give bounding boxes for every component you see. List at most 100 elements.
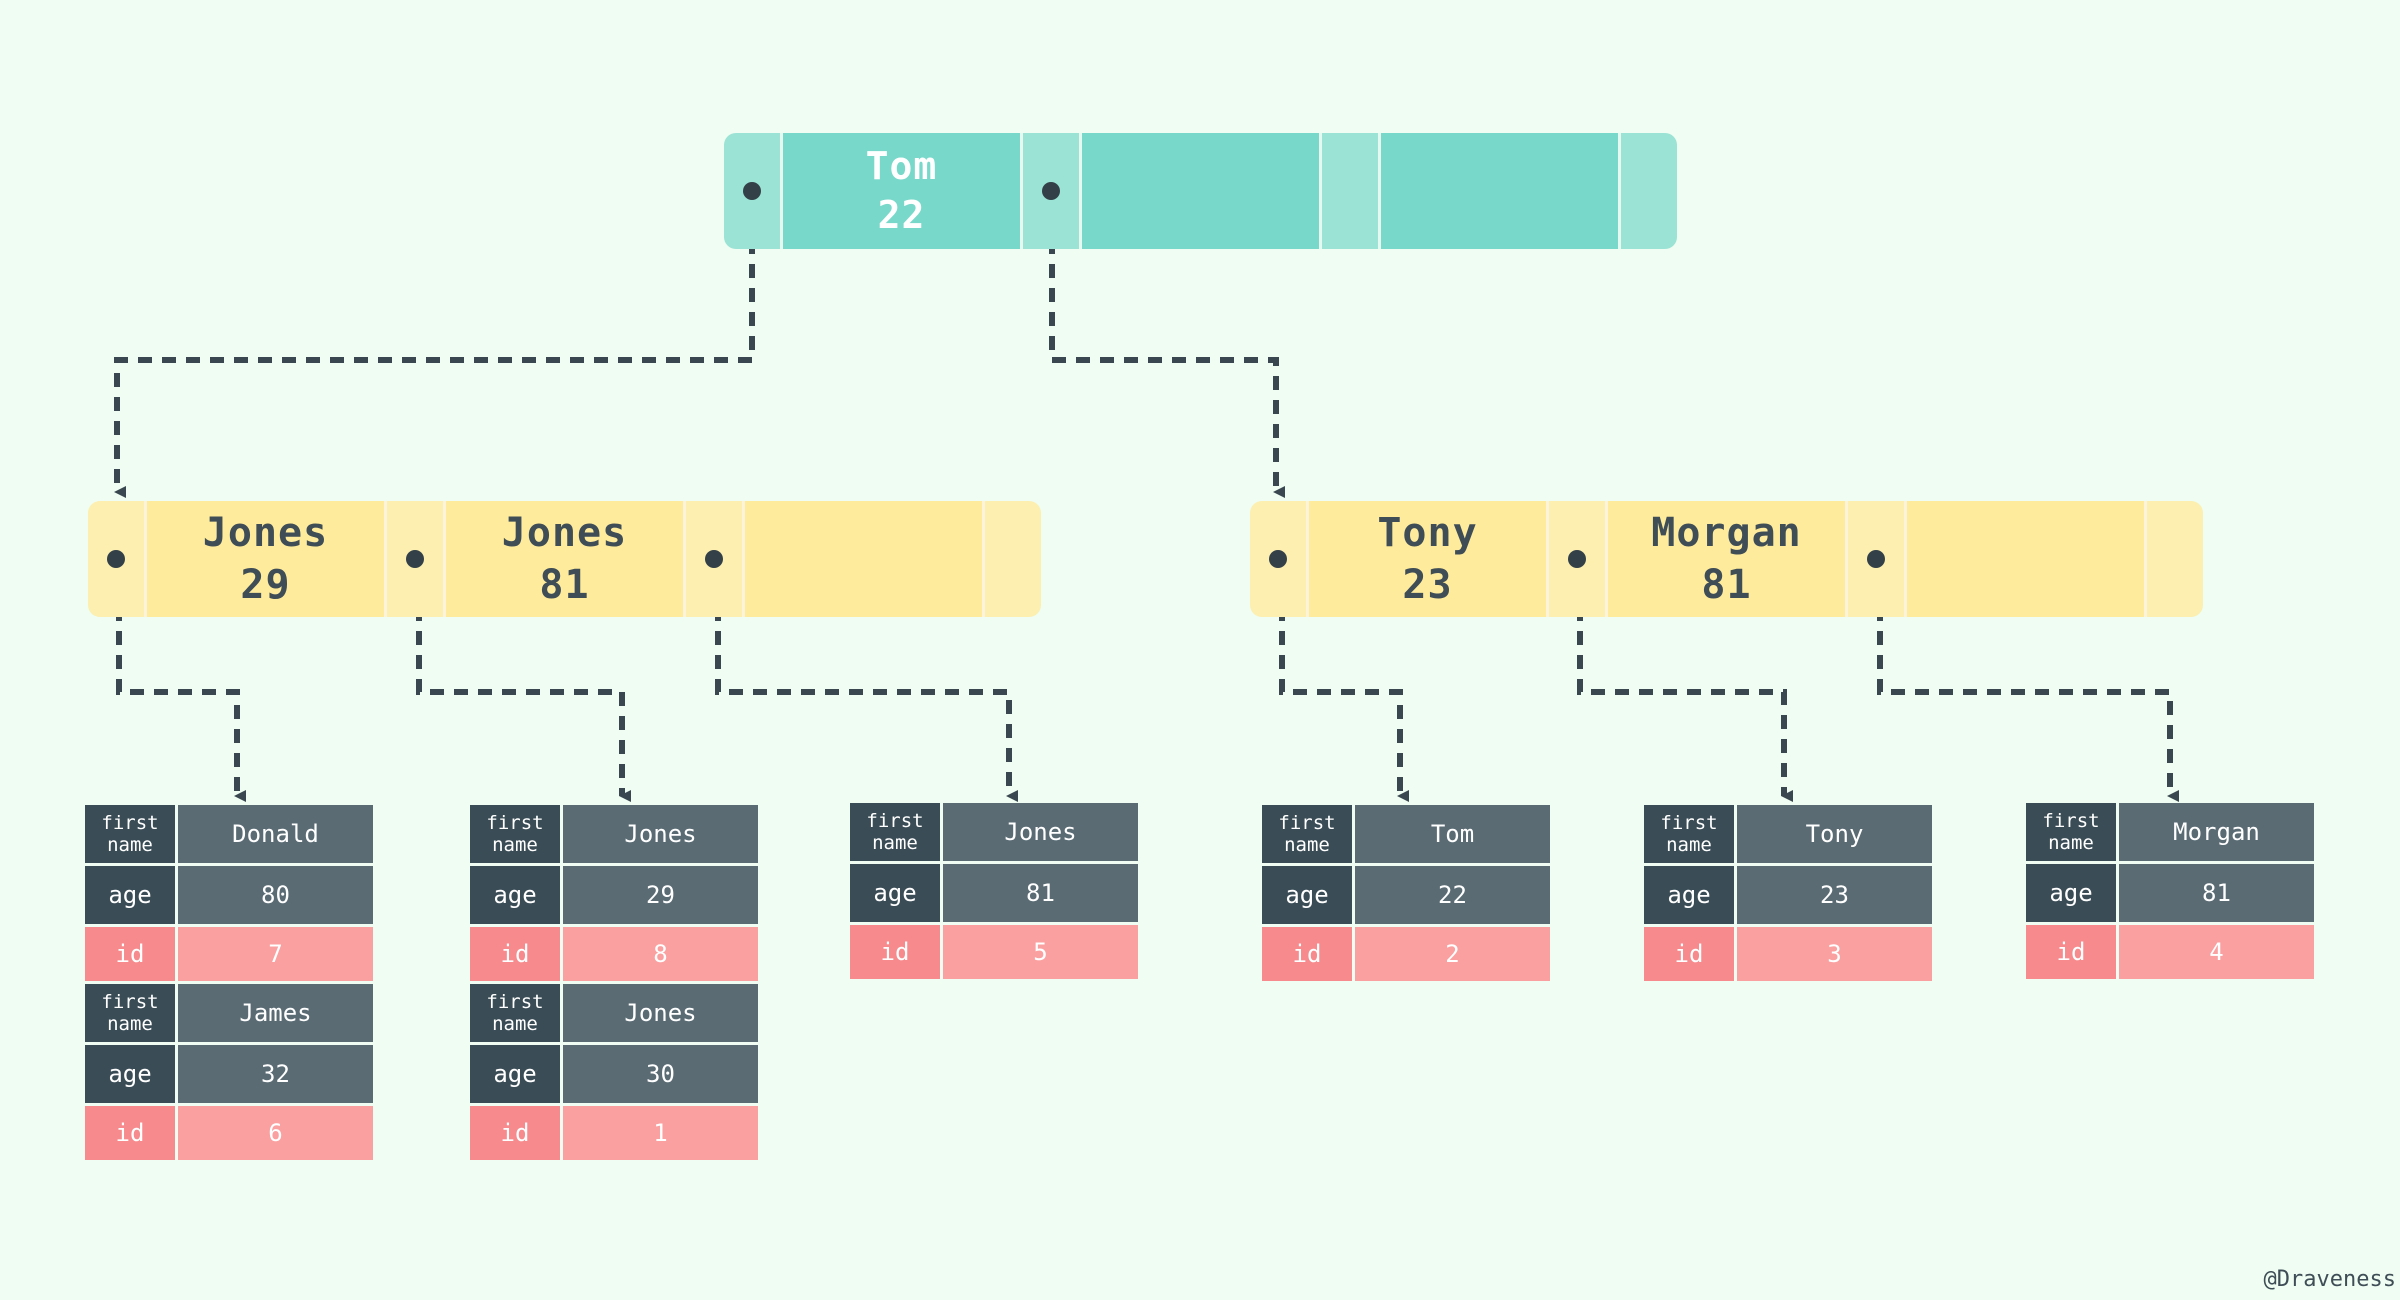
empty-key-slot	[1907, 501, 2144, 617]
id-row: id 3	[1644, 927, 1935, 984]
pointer-slot	[387, 501, 443, 617]
key-name: Morgan	[1651, 510, 1802, 556]
field-value: 8	[563, 927, 761, 984]
key-value: 29	[240, 562, 291, 608]
field-value: 6	[178, 1106, 376, 1163]
field-value: 29	[563, 866, 761, 927]
age-row: age 29	[470, 866, 761, 927]
pointer-slot	[985, 501, 1041, 617]
inner-node: Jones 29 Jones 81	[88, 501, 1041, 617]
field-value: James	[178, 984, 376, 1045]
pointer-slot	[1250, 501, 1306, 617]
root-node: Tom 22	[724, 133, 1677, 249]
inner-key: Jones 29	[147, 501, 384, 617]
field-value: 7	[178, 927, 376, 984]
inner-key: Morgan 81	[1608, 501, 1845, 617]
id-row: id 8	[470, 927, 761, 984]
field-value: Tony	[1737, 805, 1935, 866]
field-value: Morgan	[2119, 803, 2317, 864]
field-value: 30	[563, 1045, 761, 1106]
key-name: Tony	[1377, 510, 1478, 556]
inner-key: Tony 23	[1309, 501, 1546, 617]
field-label: id	[1262, 927, 1355, 984]
pointer-slot	[1549, 501, 1605, 617]
field-label: age	[85, 866, 178, 927]
key-value: 23	[1402, 562, 1453, 608]
id-row: id 2	[1262, 927, 1553, 984]
field-label: id	[1644, 927, 1737, 984]
field-value: 4	[2119, 925, 2317, 982]
pointer-dot-icon	[1269, 550, 1287, 568]
age-row: age 22	[1262, 866, 1553, 927]
field-value: 22	[1355, 866, 1553, 927]
field-value: 23	[1737, 866, 1935, 927]
field-value: Jones	[563, 984, 761, 1045]
key-value: 22	[877, 193, 926, 237]
inner-key: Jones 81	[446, 501, 683, 617]
field-label: age	[470, 1045, 563, 1106]
pointer-dot-icon	[743, 182, 761, 200]
pointer-slot	[724, 133, 780, 249]
inner-node: Tony 23 Morgan 81	[1250, 501, 2203, 617]
root-key: Tom 22	[783, 133, 1020, 249]
field-value: 80	[178, 866, 376, 927]
field-value: 32	[178, 1045, 376, 1106]
age-row: age 80	[85, 866, 376, 927]
pointer-slot	[88, 501, 144, 617]
age-row: age 23	[1644, 866, 1935, 927]
key-name: Jones	[202, 510, 329, 556]
field-label: age	[1644, 866, 1737, 927]
pointer-slot	[1322, 133, 1378, 249]
field-label: id	[85, 1106, 178, 1163]
field-value: 81	[943, 864, 1141, 925]
field-value: 5	[943, 925, 1141, 982]
age-row: age 32	[85, 1045, 376, 1106]
pointer-dot-icon	[1042, 182, 1060, 200]
key-value: 81	[1701, 562, 1752, 608]
pointer-dot-icon	[1867, 550, 1885, 568]
pointer-dot-icon	[107, 550, 125, 568]
field-label: id	[470, 927, 563, 984]
field-label: age	[470, 866, 563, 927]
field-label: id	[2026, 925, 2119, 982]
pointer-slot	[686, 501, 742, 617]
field-value: 81	[2119, 864, 2317, 925]
key-name: Tom	[865, 143, 938, 188]
pointer-dot-icon	[705, 550, 723, 568]
pointer-link	[114, 192, 755, 498]
field-label: id	[470, 1106, 563, 1163]
empty-key-slot	[745, 501, 982, 617]
key-value: 81	[539, 562, 590, 608]
pointer-slot	[1621, 133, 1677, 249]
field-value: Tom	[1355, 805, 1553, 866]
field-value: 2	[1355, 927, 1553, 984]
id-row: id 6	[85, 1106, 376, 1163]
empty-key-slot	[1381, 133, 1618, 249]
empty-key-slot	[1082, 133, 1319, 249]
field-value: 3	[1737, 927, 1935, 984]
field-label: age	[850, 864, 943, 925]
id-row: id 7	[85, 927, 376, 984]
pointer-slot	[2147, 501, 2203, 617]
field-label: age	[2026, 864, 2119, 925]
pointer-dot-icon	[406, 550, 424, 568]
pointer-slot	[1023, 133, 1079, 249]
